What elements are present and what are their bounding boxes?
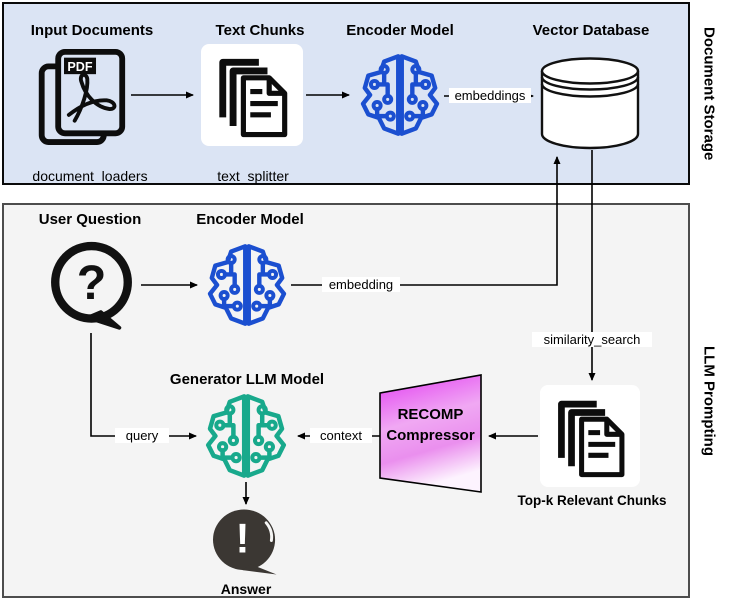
recomp-line2: Compressor (386, 427, 475, 444)
question-bubble-icon: ? (51, 241, 132, 330)
pdf-file-icon: PDF (38, 48, 126, 145)
query-edge-label: query (115, 428, 169, 443)
embeddings-edge-label: embeddings (449, 88, 531, 103)
vector-database-title: Vector Database (532, 22, 650, 39)
document-storage-side-label: Document Storage (700, 26, 718, 161)
answer-glyph: ! (236, 515, 250, 561)
embedding-edge-label: embedding (322, 277, 400, 292)
user-question-title: User Question (38, 211, 142, 228)
similarity-search-edge-label: similarity_search (532, 332, 652, 347)
text-chunks-card (201, 44, 303, 146)
answer-bubble-icon: ! (213, 509, 277, 575)
recomp-line1: RECOMP (397, 406, 464, 423)
recomp-compressor-label: RECOMP Compressor (384, 404, 477, 446)
text-chunks-caption: text_splitter (217, 168, 289, 184)
answer-title: Answer (220, 581, 272, 597)
encoder-model-top-title: Encoder Model (346, 22, 454, 39)
top-k-chunks-title: Top-k Relevant Chunks (517, 493, 667, 508)
document-stack-icon (558, 400, 625, 478)
llm-prompting-side-label: LLM Prompting (700, 345, 718, 456)
database-cylinder-icon (540, 57, 640, 150)
encoder-brain-icon (360, 54, 440, 136)
generator-llm-title: Generator LLM Model (169, 371, 325, 388)
top-k-chunks-card (540, 385, 640, 487)
context-edge-label: context (310, 428, 372, 443)
generator-brain-icon (205, 394, 287, 478)
document-stack-icon (219, 58, 288, 138)
text-chunks-title: Text Chunks (215, 22, 305, 39)
encoder-model-bottom-title: Encoder Model (196, 211, 304, 228)
pdf-badge-label: PDF (67, 60, 93, 74)
input-documents-title: Input Documents (30, 22, 154, 39)
input-documents-caption: document_loaders (32, 168, 148, 184)
encoder-brain-icon (207, 244, 287, 326)
question-glyph: ? (77, 256, 107, 310)
